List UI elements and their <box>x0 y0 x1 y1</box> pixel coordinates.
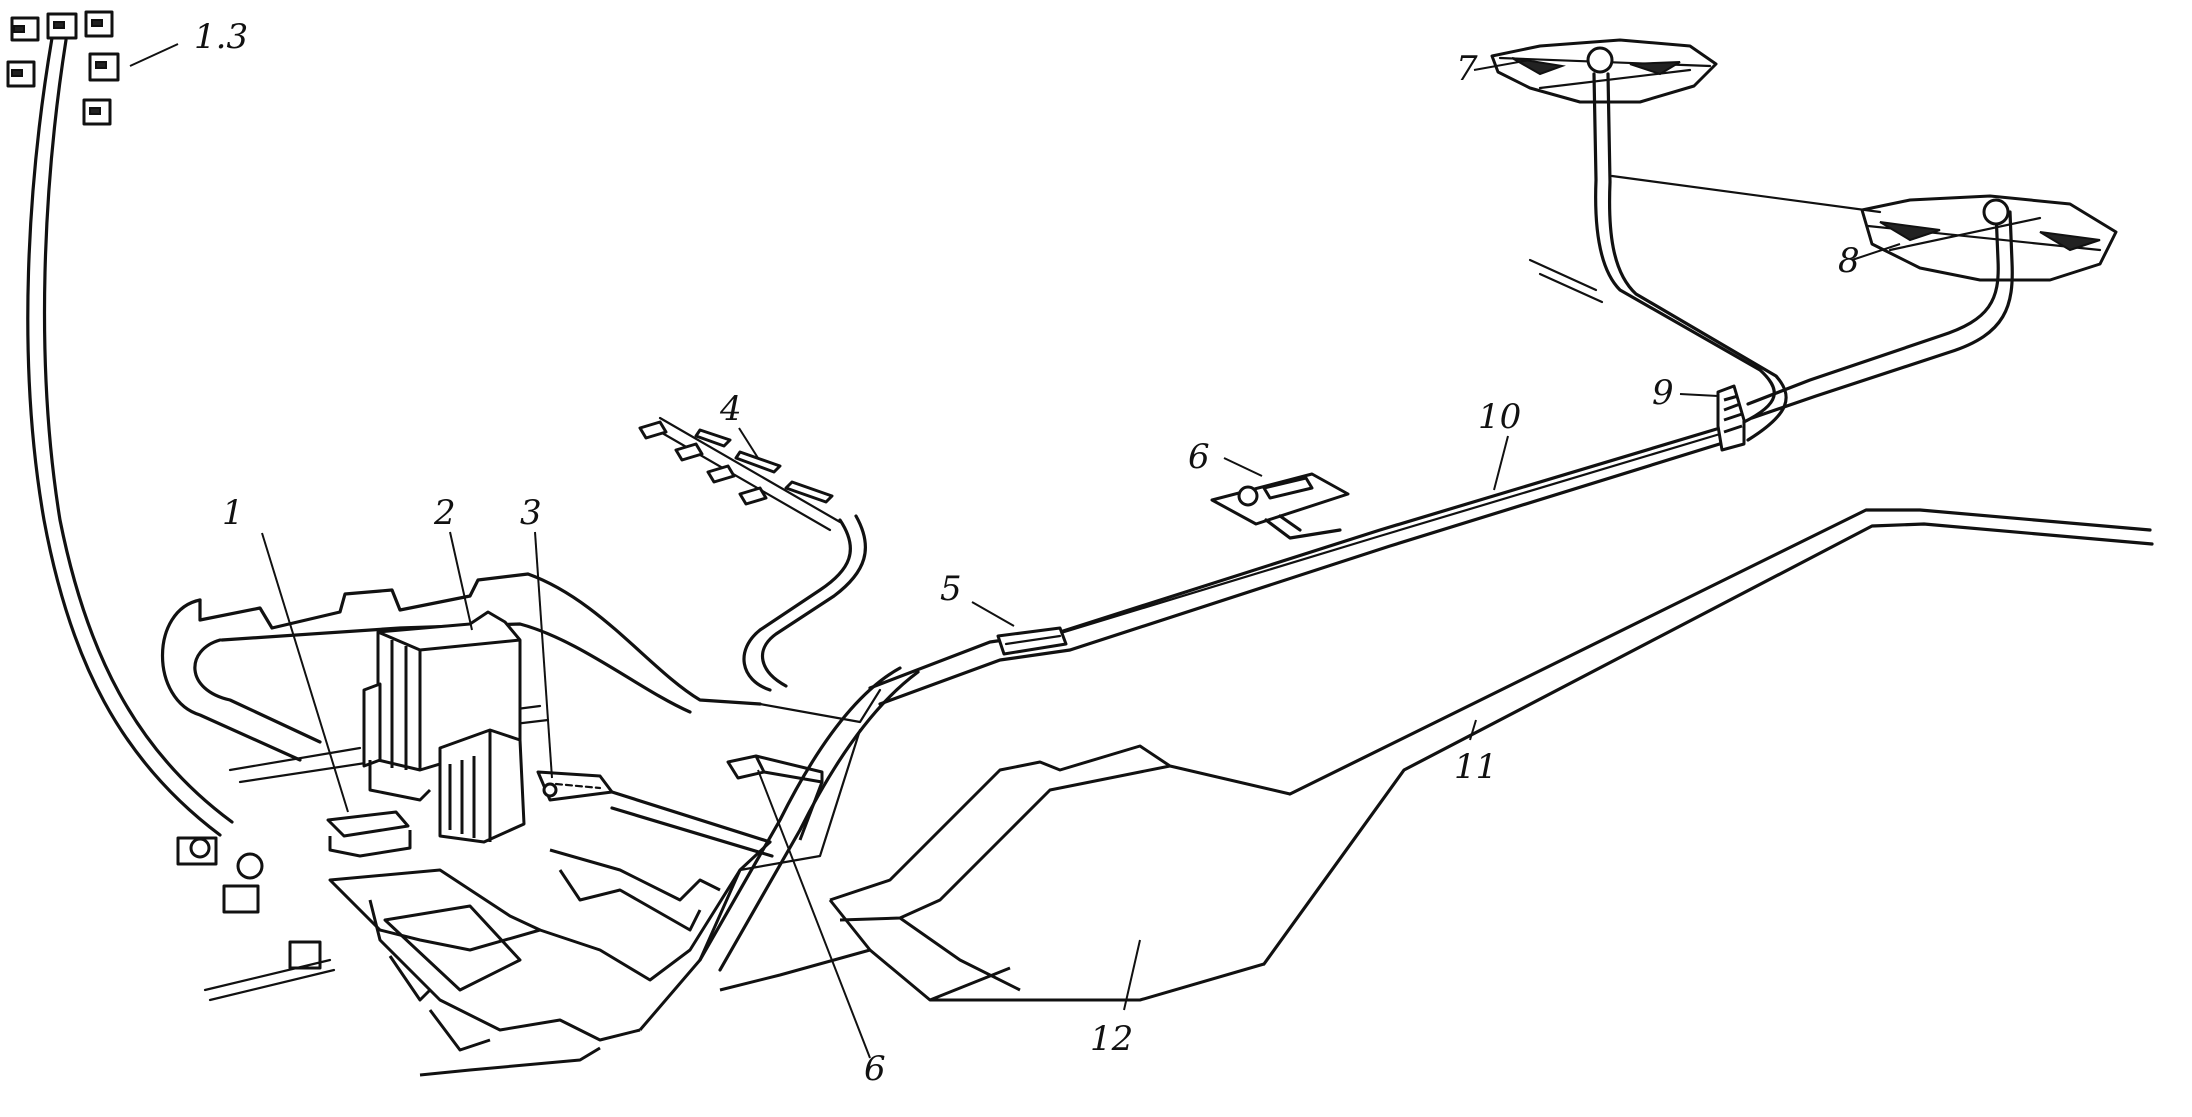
building-5 <box>996 626 1068 656</box>
callout-6-upper: 6 <box>1188 437 1210 477</box>
callout-labels: 1 2 3 4 5 6 6 7 8 9 10 11 12 1.3 <box>194 17 1860 1089</box>
leader-12 <box>1123 939 1141 1011</box>
callout-4: 4 <box>719 389 742 429</box>
house-window <box>89 107 101 115</box>
lower-yard-plots <box>328 840 772 1077</box>
leader-7 <box>1473 59 1531 71</box>
settlement-houses <box>6 10 120 126</box>
callout-7: 7 <box>1456 49 1478 89</box>
callout-11: 11 <box>1454 747 1497 787</box>
roads-to-basins <box>1528 72 2014 442</box>
plant-ring-road <box>160 572 762 784</box>
leader-1 <box>261 532 349 813</box>
house-window <box>13 25 25 33</box>
leader-6-lower <box>757 769 871 1059</box>
road-11 <box>1262 508 2154 966</box>
area-12 <box>719 744 1291 1002</box>
house <box>84 10 114 38</box>
auxiliary-buildings-left <box>176 836 336 1002</box>
basin-7-intake <box>1586 46 1614 74</box>
callout-5: 5 <box>940 569 962 609</box>
leader-4 <box>738 427 759 459</box>
leader-13 <box>129 43 179 67</box>
callout-12: 12 <box>1090 1019 1133 1059</box>
leader-8 <box>1851 243 1901 261</box>
leader-5 <box>971 601 1015 627</box>
house-window <box>95 61 107 69</box>
callout-10: 10 <box>1478 397 1521 437</box>
building-6-tank <box>1237 485 1259 507</box>
callout-9: 9 <box>1652 373 1674 413</box>
building-1 <box>326 810 412 858</box>
leader-3 <box>534 531 553 779</box>
aux-tank <box>189 837 211 859</box>
diagonal-road <box>698 666 920 972</box>
stepped-building <box>438 728 526 844</box>
callout-8: 8 <box>1838 241 1860 281</box>
callout-3: 3 <box>520 493 542 533</box>
aux-building <box>222 884 260 914</box>
building-group-4 <box>638 416 842 532</box>
building-3-tank <box>542 782 558 798</box>
house-window <box>11 69 23 77</box>
leader-2 <box>449 531 473 631</box>
leader-lines <box>129 43 1901 1059</box>
house-window <box>91 19 103 27</box>
callout-13: 1.3 <box>194 17 248 57</box>
aux-tank <box>236 852 264 880</box>
callout-6-lower: 6 <box>864 1049 886 1089</box>
access-road-to-settlement <box>26 36 234 837</box>
aux-building <box>288 940 322 970</box>
building-9 <box>1716 384 1746 452</box>
building-6-lower <box>726 754 824 841</box>
leader-6-upper <box>1223 457 1263 477</box>
road-to-building-4 <box>742 514 868 692</box>
basin-7 <box>1490 38 1718 104</box>
house-window <box>53 21 65 29</box>
basin-8 <box>1860 194 2118 282</box>
basin-8-intake <box>1982 198 2010 226</box>
building-3 <box>536 770 774 858</box>
main-corridor-10 <box>868 426 1728 706</box>
callout-2: 2 <box>433 493 456 533</box>
building-6-upper <box>1210 472 1350 540</box>
leader-10 <box>1493 435 1509 491</box>
callout-1: 1 <box>222 493 244 533</box>
house <box>82 98 112 126</box>
leader-11 <box>1469 719 1477 741</box>
leader-9 <box>1679 393 1719 397</box>
